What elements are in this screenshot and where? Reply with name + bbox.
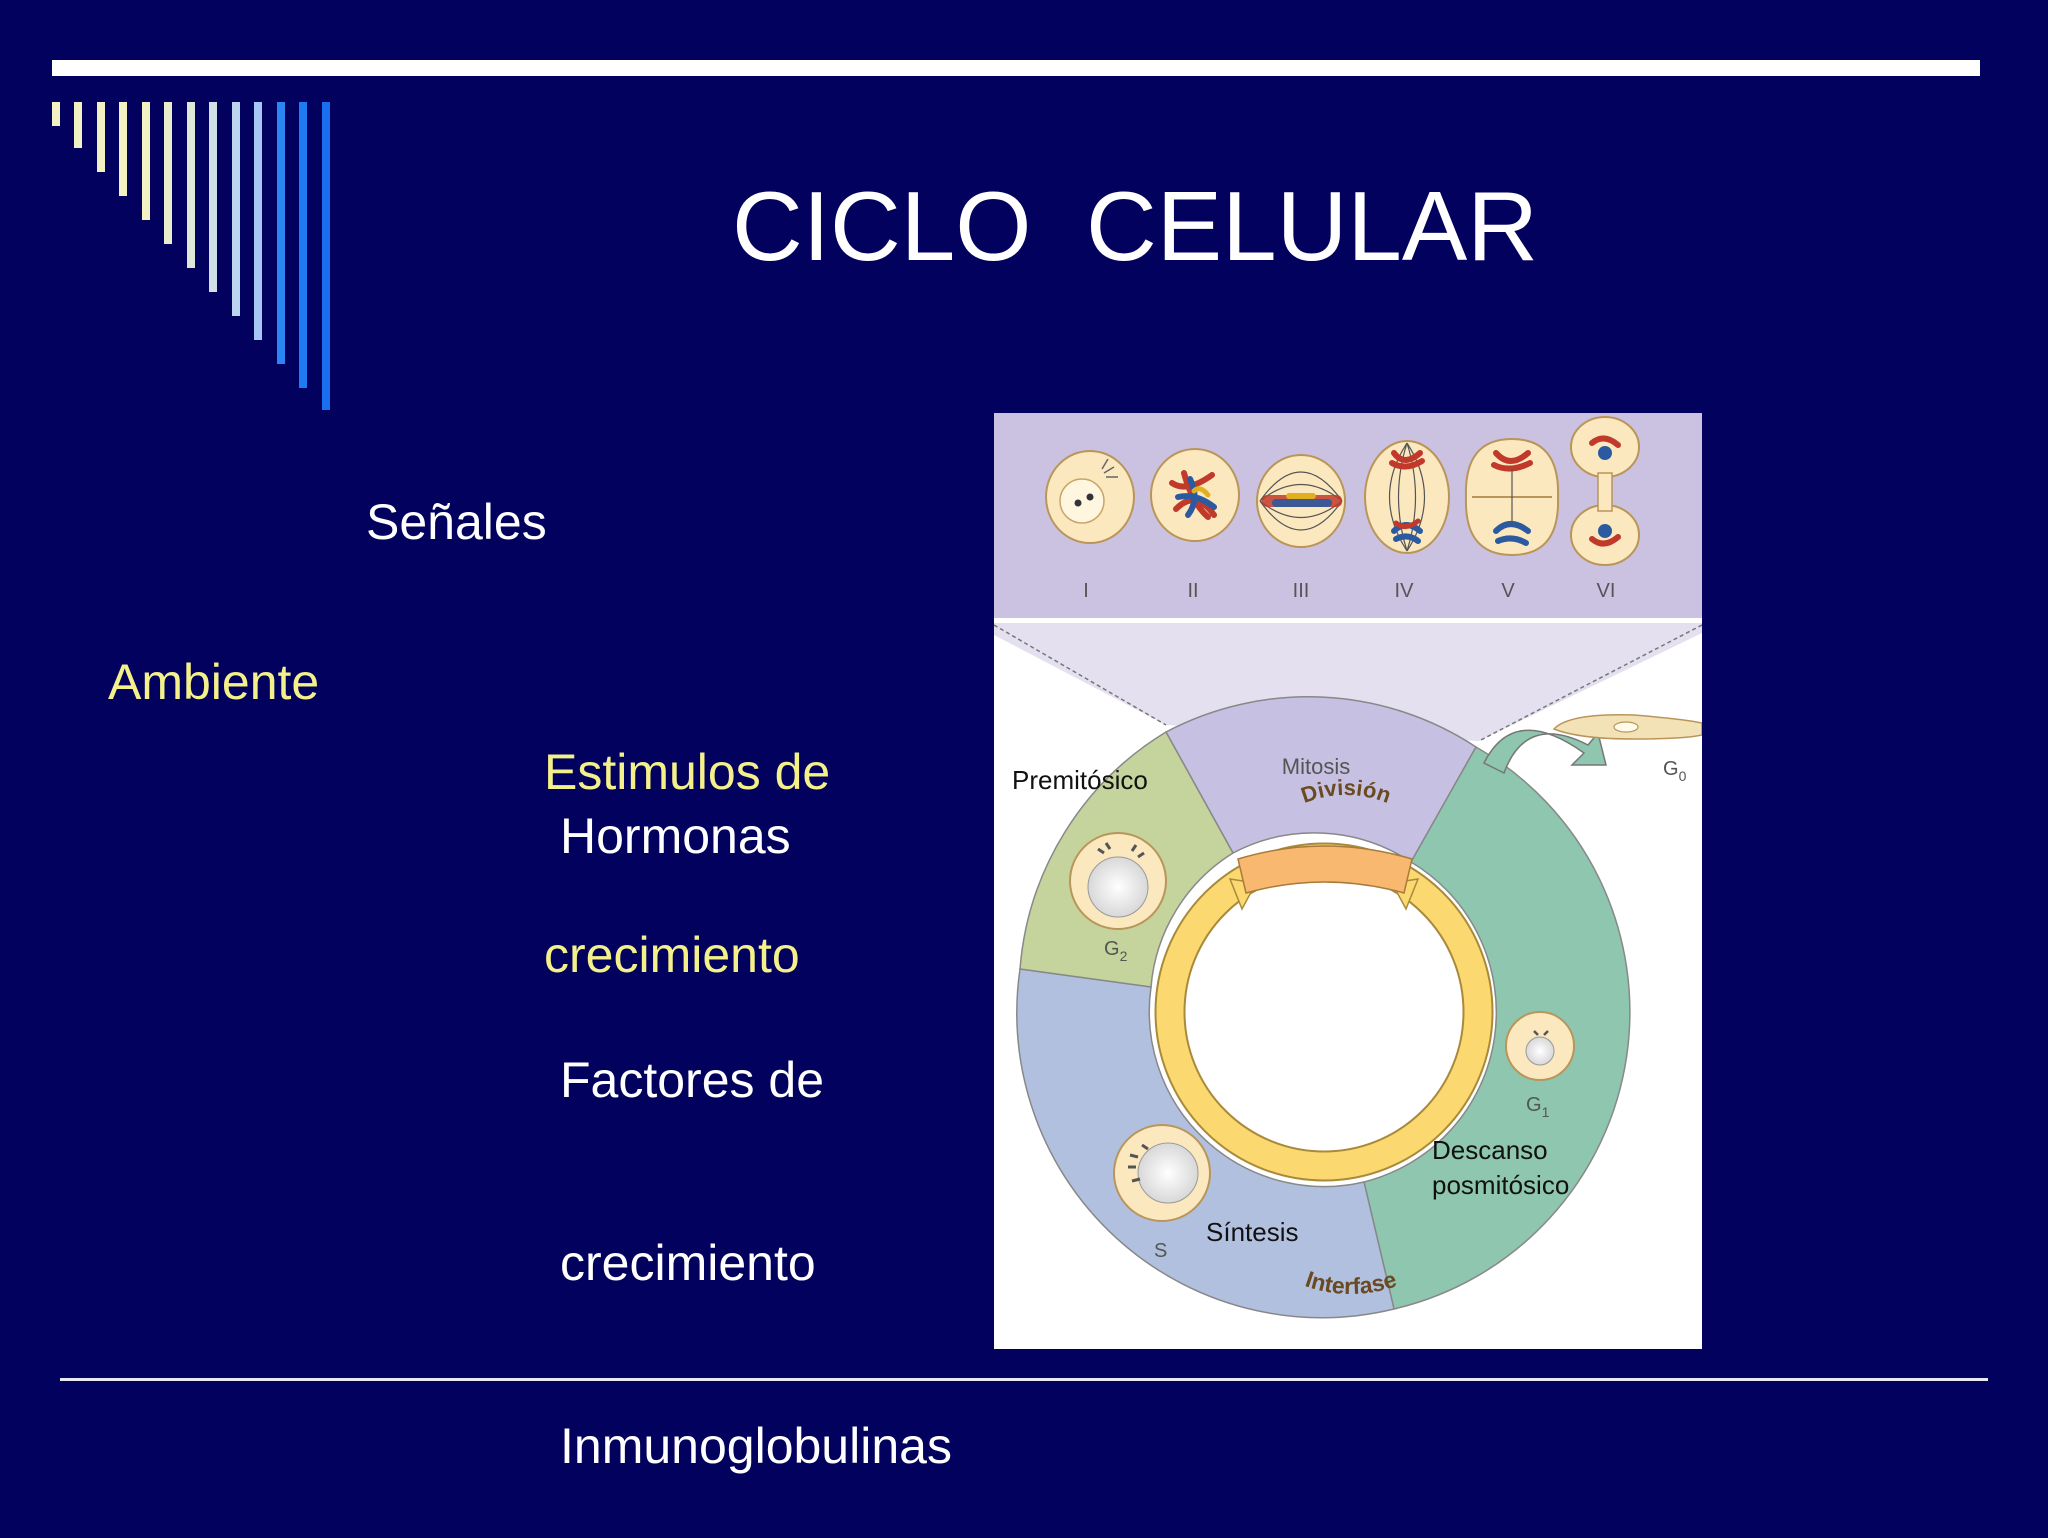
stage-label-v: V — [1501, 580, 1515, 602]
ring-center — [1186, 874, 1462, 1150]
cell-cycle-diagram: I II III IV V VI División Interfase — [994, 413, 1702, 1349]
factores-line: Factores de — [560, 1050, 952, 1111]
deco-bar — [299, 102, 307, 388]
deco-bar — [322, 102, 330, 410]
s-label: S — [1154, 1240, 1167, 1262]
s-cell — [1114, 1125, 1210, 1221]
slide-title: CICLO CELULAR — [540, 170, 1730, 283]
g0-nucleus — [1614, 722, 1638, 732]
deco-bar — [119, 102, 127, 196]
stage-cell-ii — [1151, 449, 1239, 541]
hormonas-text: Hormonas — [560, 806, 791, 867]
deco-bar — [254, 102, 262, 340]
g2-cell — [1070, 833, 1166, 929]
stage-label-ii: II — [1187, 580, 1198, 602]
deco-bar — [209, 102, 217, 292]
stage-label-iv: IV — [1395, 580, 1415, 602]
deco-bar — [97, 102, 105, 172]
stage-cell-v — [1466, 439, 1558, 555]
factores-line: crecimiento — [560, 1233, 952, 1294]
stage-label-i: I — [1083, 580, 1089, 602]
g1-cell — [1506, 1012, 1574, 1080]
estimulos-line: Estimulos de — [544, 742, 830, 803]
sintesis-label: Síntesis — [1206, 1217, 1299, 1247]
g0-label: G0 — [1663, 758, 1687, 784]
ambiente-text: Ambiente — [108, 652, 319, 713]
mitosis-label: Mitosis — [1282, 754, 1350, 779]
factores-line: Inmunoglobulinas — [560, 1416, 952, 1477]
deco-bar — [187, 102, 195, 268]
senales-text: Señales — [366, 492, 547, 553]
factores-text: Factores de crecimiento Inmunoglobulinas — [560, 928, 952, 1538]
deco-bar — [277, 102, 285, 364]
stage-label-vi: VI — [1597, 580, 1616, 602]
deco-bar — [232, 102, 240, 316]
deco-bar — [164, 102, 172, 244]
posmitosico-label: posmitósico — [1432, 1170, 1569, 1200]
top-rule — [52, 60, 1980, 76]
premitosico-label: Premitósico — [1012, 765, 1148, 795]
descanso-label: Descanso — [1432, 1135, 1548, 1165]
stage-cell-i — [1046, 451, 1134, 543]
deco-bar — [142, 102, 150, 220]
bottom-rule — [60, 1378, 1988, 1381]
stage-cell-iii — [1257, 455, 1345, 547]
stage-label-iii: III — [1293, 580, 1310, 602]
cell-cycle-svg: I II III IV V VI División Interfase — [994, 413, 1702, 1349]
deco-bar — [74, 102, 82, 148]
deco-bar — [52, 102, 60, 126]
stage-cell-iv — [1365, 441, 1449, 553]
